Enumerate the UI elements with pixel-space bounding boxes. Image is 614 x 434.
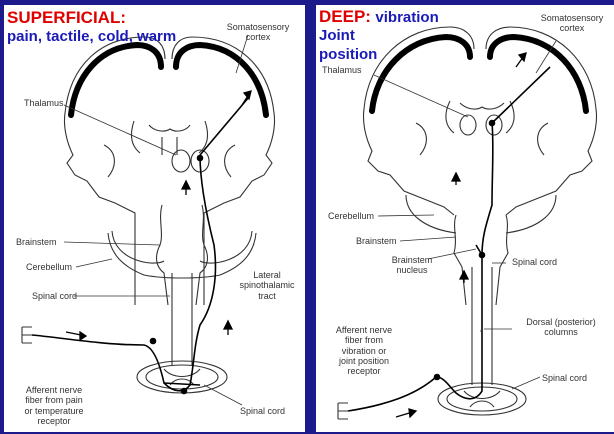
tract-line1: Lateral	[232, 270, 302, 280]
deep-title-joint: Joint	[319, 28, 355, 44]
superficial-panel: SUPERFICIAL: pain, tactile, cold, warm S…	[4, 5, 305, 432]
dorsal-line2: columns	[512, 327, 610, 337]
deep-title-vibration: vibration	[375, 9, 438, 26]
deep-spinal-cord-bottom-label: Spinal cord	[542, 373, 587, 383]
deep-title-position: position	[319, 47, 377, 63]
deep-spinal-cord-label: Spinal cord	[512, 257, 557, 267]
thalamus-label: Thalamus	[24, 98, 64, 108]
lateral-spinothalamic-label: Lateral spinothalamic tract	[232, 270, 302, 301]
cerebellum-label: Cerebellum	[26, 262, 72, 272]
cortex-label: Somatosensory cortex	[218, 22, 298, 43]
deep-title: DEEP: vibration	[319, 8, 439, 27]
cortex-label-line2: cortex	[218, 32, 298, 42]
deep-title-red: DEEP:	[319, 7, 371, 26]
dorsal-columns-label: Dorsal (posterior) columns	[512, 317, 610, 338]
deep-afferent-line5: receptor	[324, 366, 404, 376]
tract-line2: spinothalamic	[232, 280, 302, 290]
deep-brainstem-label: Brainstem	[356, 236, 397, 246]
deep-afferent-line4: joint position	[324, 356, 404, 366]
spinal-cord-label: Spinal cord	[32, 291, 77, 301]
afferent-line2: fiber from pain	[14, 395, 94, 405]
deep-afferent-line1: Afferent nerve	[324, 325, 404, 335]
afferent-line4: receptor	[14, 416, 94, 426]
afferent-line3: or temperature	[14, 406, 94, 416]
brainstem-nucleus-label: Brainstem nucleus	[382, 255, 442, 276]
deep-afferent-line3: vibration or	[324, 346, 404, 356]
spinal-cord-bottom-label: Spinal cord	[240, 406, 285, 416]
deep-panel: DEEP: vibration Joint position Somatosen…	[316, 5, 614, 432]
deep-afferent-label: Afferent nerve fiber from vibration or j…	[324, 325, 404, 377]
deep-cortex-label: Somatosensory cortex	[532, 13, 612, 34]
bs-nucleus-line2: nucleus	[382, 265, 442, 275]
bs-nucleus-line1: Brainstem	[382, 255, 442, 265]
deep-cortex-line2: cortex	[532, 23, 612, 33]
dorsal-line1: Dorsal (posterior)	[512, 317, 610, 327]
deep-thalamus-label: Thalamus	[322, 65, 362, 75]
brainstem-label: Brainstem	[16, 237, 57, 247]
deep-cerebellum-label: Cerebellum	[328, 211, 374, 221]
superficial-subtitle: pain, tactile, cold, warm	[7, 29, 176, 45]
tract-line3: tract	[232, 291, 302, 301]
cortex-label-line1: Somatosensory	[218, 22, 298, 32]
superficial-title: SUPERFICIAL:	[7, 9, 126, 27]
superficial-pathway-diagram	[4, 5, 305, 432]
afferent-line1: Afferent nerve	[14, 385, 94, 395]
deep-afferent-line2: fiber from	[324, 335, 404, 345]
deep-cortex-line1: Somatosensory	[532, 13, 612, 23]
afferent-label: Afferent nerve fiber from pain or temper…	[14, 385, 94, 426]
